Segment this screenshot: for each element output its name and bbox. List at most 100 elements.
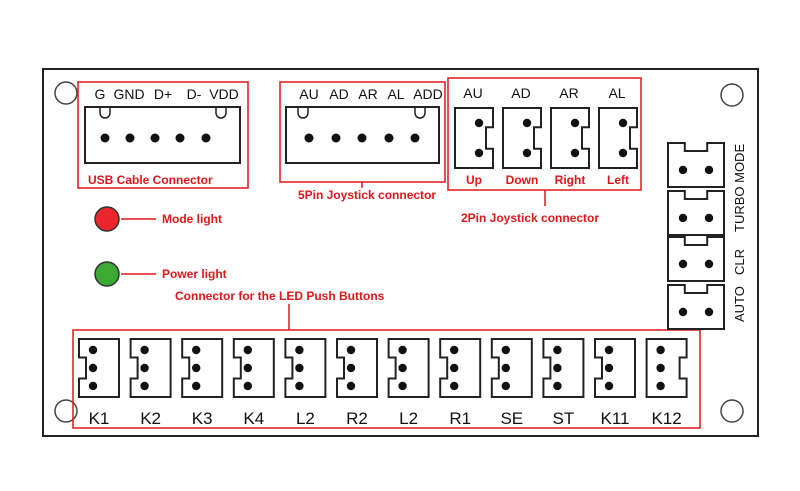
joystick2-bottom-label: Up bbox=[466, 173, 482, 187]
key-9-pin bbox=[553, 363, 562, 373]
joystick2-2-pin bbox=[570, 148, 580, 158]
mode-light-group: Mode light bbox=[94, 206, 222, 232]
mounting-hole-bottom-left bbox=[54, 399, 78, 423]
joystick5-pin-label: AR bbox=[358, 86, 377, 102]
joystick5-key-notch-left bbox=[297, 107, 309, 119]
joystick5-pin-label: AL bbox=[387, 86, 404, 102]
usb-pin bbox=[100, 133, 110, 143]
joystick2-0-pin bbox=[474, 148, 484, 158]
side-header-3 bbox=[667, 284, 725, 330]
key-10-shroud bbox=[594, 338, 636, 398]
key-2-header bbox=[181, 338, 224, 398]
joystick2-2-shroud bbox=[550, 107, 590, 169]
side-header-0 bbox=[667, 142, 725, 188]
key-label: K4 bbox=[243, 409, 264, 428]
joystick2-0-pin bbox=[474, 118, 484, 128]
key-4-pin bbox=[295, 345, 304, 355]
buttons-annotation-box bbox=[72, 329, 701, 429]
key-0-shroud bbox=[78, 338, 120, 398]
key-8-pin bbox=[501, 345, 510, 355]
joystick5-pin bbox=[384, 133, 394, 143]
usb-pin-label: G bbox=[95, 86, 106, 102]
joystick2-bottom-label: Left bbox=[607, 173, 629, 187]
joystick5-pin-label: AD bbox=[329, 86, 348, 102]
key-5-pin bbox=[346, 381, 356, 391]
joystick5-pin-label: ADD bbox=[413, 86, 443, 102]
key-1-shroud bbox=[129, 338, 172, 398]
joystick2-bottom-label: Right bbox=[555, 173, 586, 187]
usb-pin-label: D- bbox=[187, 86, 202, 102]
side-header-shroud bbox=[667, 236, 725, 282]
key-2-shroud bbox=[181, 338, 224, 398]
mounting-hole-top-left bbox=[54, 81, 78, 105]
key-label: SE bbox=[500, 409, 523, 428]
key-11-shroud bbox=[645, 338, 688, 398]
joystick5-caption: 5Pin Joystick connector bbox=[298, 188, 436, 202]
power-light-label: Power light bbox=[162, 267, 227, 281]
usb-pin bbox=[175, 133, 185, 143]
side-header-pin bbox=[704, 213, 714, 223]
joystick5-pin bbox=[331, 133, 341, 143]
side-header-pin bbox=[678, 259, 688, 269]
key-8-pin bbox=[501, 381, 510, 391]
key-4-shroud bbox=[284, 338, 327, 398]
usb-pin-label: D+ bbox=[154, 86, 172, 102]
key-label: K2 bbox=[140, 409, 161, 428]
key-label: R1 bbox=[449, 409, 471, 428]
joystick2-top-label: AD bbox=[511, 85, 530, 101]
joystick2-top-label: AL bbox=[608, 85, 625, 101]
key-5-shroud bbox=[336, 338, 378, 398]
power-light-led bbox=[94, 261, 120, 287]
mode-light-led bbox=[94, 206, 120, 232]
side-label-auto: AUTO bbox=[732, 286, 747, 322]
usb-pin bbox=[125, 133, 135, 143]
key-7-shroud bbox=[439, 338, 482, 398]
key-2-pin bbox=[192, 381, 201, 391]
side-header-1 bbox=[667, 190, 725, 236]
usb-key-notch-right bbox=[215, 107, 227, 119]
key-3-header bbox=[232, 338, 275, 398]
key-0-pin bbox=[88, 363, 98, 373]
key-0-pin bbox=[88, 381, 98, 391]
key-5-pin bbox=[346, 345, 356, 355]
side-label-clr: CLR bbox=[732, 249, 747, 275]
key-8-header bbox=[490, 338, 533, 398]
side-header-2 bbox=[667, 236, 725, 282]
usb-pin-label: GND bbox=[113, 86, 144, 102]
usb-annotation-box bbox=[77, 81, 249, 189]
key-8-pin bbox=[501, 363, 510, 373]
usb-pin bbox=[201, 133, 211, 143]
mounting-hole-top-right bbox=[720, 83, 744, 107]
key-label: L2 bbox=[296, 409, 315, 428]
usb-caption: USB Cable Connector bbox=[88, 173, 213, 187]
joystick5-pin bbox=[357, 133, 367, 143]
key-label: K3 bbox=[192, 409, 213, 428]
side-label-turbo-mode: TURBO MODE bbox=[732, 144, 747, 232]
side-header-pin bbox=[678, 165, 688, 175]
buttons-caption: Connector for the LED Push Buttons bbox=[175, 289, 385, 303]
key-7-pin bbox=[450, 363, 459, 373]
usb-pin bbox=[150, 133, 160, 143]
side-header-pin bbox=[704, 259, 714, 269]
key-4-pin bbox=[295, 363, 304, 373]
key-1-pin bbox=[140, 381, 149, 391]
key-4-header bbox=[284, 338, 327, 398]
key-7-pin bbox=[450, 345, 459, 355]
power-light-group: Power light bbox=[94, 261, 227, 287]
key-5-header bbox=[336, 338, 378, 398]
key-11-header bbox=[645, 338, 688, 398]
joystick2-3-pin bbox=[618, 118, 628, 128]
side-header-pin bbox=[678, 307, 688, 317]
key-0-pin bbox=[88, 345, 98, 355]
usb-connector-body bbox=[84, 106, 241, 164]
joystick5-key-notch-right bbox=[414, 107, 426, 119]
key-label: R2 bbox=[346, 409, 368, 428]
joystick2-top-label: AR bbox=[559, 85, 578, 101]
key-4-pin bbox=[295, 381, 304, 391]
joystick5-pin bbox=[410, 133, 420, 143]
key-8-shroud bbox=[490, 338, 533, 398]
